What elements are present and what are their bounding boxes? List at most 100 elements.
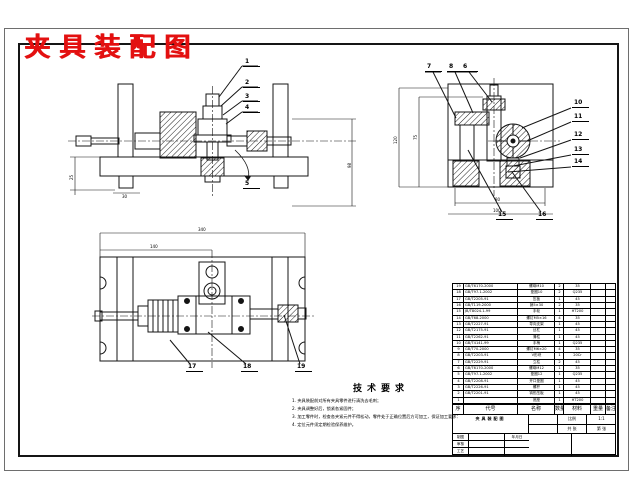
- bom-cell-weight: [591, 366, 606, 372]
- bom-cell-qty: 1: [555, 385, 564, 391]
- tb-blank-cell: [529, 434, 572, 456]
- bom-cell-material: Q235: [564, 290, 591, 296]
- bom-cell-note: [606, 328, 615, 333]
- bom-cell-note: [606, 391, 615, 396]
- technical-requirement-item: 1. 夹具装配前对所有夹具零件进行清洗去毛刺；: [292, 398, 382, 403]
- bom-cell-no: 4: [453, 378, 464, 384]
- bom-cell-name: 丝杠: [518, 328, 555, 334]
- bom-cell-weight: [591, 359, 606, 366]
- bom-cell-note: [606, 303, 615, 308]
- bom-cell-no: 14: [453, 315, 464, 321]
- bom-cell-code: GB/T119-2000: [464, 302, 518, 309]
- dim-side-left: 120: [393, 136, 398, 144]
- bom-cell-qty: 1: [555, 366, 564, 372]
- bom-row: 15 JB/T8024.1-99 手轮 1 HT200: [453, 309, 615, 316]
- bom-cell-material: 35: [564, 366, 591, 372]
- bom-cell-note: [606, 335, 615, 340]
- bom-cell-name: V形块: [518, 353, 555, 359]
- bom-cell-qty: 1: [555, 321, 564, 328]
- bom-row: 5 GB/T97.1-2002 垫圈12 1 Q235: [453, 372, 615, 379]
- bom-row: 8 GB/T2203-91 V形块 1 20Cr: [453, 353, 615, 360]
- bom-cell-material: 45: [564, 385, 591, 391]
- bom-row: 1 底座 1 HT200: [453, 397, 615, 403]
- bom-cell-qty: 1: [555, 340, 564, 347]
- bom-row: 19 GB/T6170-2000 螺母M10 2 35: [453, 284, 615, 291]
- bom-row: 6 GB/T6170-2000 螺母M12 1 35: [453, 366, 615, 373]
- bom-cell-name: 手柄: [518, 340, 555, 347]
- bom-cell-material: 35: [564, 284, 591, 290]
- bom-cell-no: 10: [453, 340, 464, 347]
- bom-cell-material: 45: [564, 378, 591, 384]
- bom-header-qty: 数量: [555, 405, 564, 414]
- callout-14: 14: [572, 159, 589, 167]
- bom-header-name: 名称: [518, 405, 555, 414]
- bom-cell-weight: [591, 385, 606, 391]
- bom-row: 3 GB/T2226-91 螺杆 1 45: [453, 385, 615, 392]
- bom-cell-qty: 1: [555, 296, 564, 302]
- page-title: 夹具装配图: [24, 33, 200, 63]
- bom-cell-no: 9: [453, 347, 464, 353]
- sign-row-3: 工艺: [453, 448, 529, 456]
- bom-cell-no: 3: [453, 385, 464, 391]
- bom-header-no: 序: [453, 405, 464, 414]
- sign-blank: [469, 441, 505, 448]
- technical-requirements-title: 技术要求: [352, 384, 409, 394]
- bom-cell-code: JB/T8024.1-99: [464, 309, 518, 315]
- bom-cell-name: 立柱: [518, 359, 555, 366]
- bom-cell-qty: 1: [555, 378, 564, 384]
- bom-cell-no: 12: [453, 328, 464, 334]
- bom-cell-qty: 2: [555, 302, 564, 309]
- bom-cell-weight: [591, 334, 606, 340]
- dim-front-left: 25: [69, 174, 74, 180]
- bom-cell-no: 15: [453, 309, 464, 315]
- bom-cell-name: 螺母M12: [518, 366, 555, 372]
- plan-view: [92, 232, 314, 368]
- tb-blank-cell: [529, 415, 558, 425]
- bom-cell-name: 螺钉M6×20: [518, 347, 555, 353]
- bom-cell-weight: [591, 347, 606, 353]
- bom-cell-code: GB/T97.1-2002: [464, 372, 518, 378]
- sign-row-1: 制图 年月日: [453, 434, 529, 441]
- callout-12: 12: [572, 132, 589, 140]
- bom-cell-name: 螺杆: [518, 385, 555, 391]
- technical-requirement-item: 3. 加工零件时，检查各夹紧元件不得松动，零件处于正确位置后方可加工，保证加工要…: [292, 414, 461, 419]
- bom-cell-code: GB/T97.1-2002: [464, 290, 518, 296]
- bom-cell-name: 压板: [518, 296, 555, 302]
- bom-cell-qty: 2: [555, 290, 564, 296]
- dim-side-inner: 75: [413, 134, 418, 140]
- bom-cell-qty: 2: [555, 359, 564, 366]
- bom-cell-qty: 1: [555, 353, 564, 359]
- sign-blank: [469, 448, 505, 456]
- sign-label: 制图: [453, 434, 469, 441]
- callout-15: 15: [496, 212, 513, 220]
- bom-header-note: 备注: [606, 406, 615, 412]
- bom-cell-no: 19: [453, 284, 464, 290]
- bom-cell-name: 垫圈10: [518, 290, 555, 296]
- bom-cell-material: 45: [564, 321, 591, 328]
- bom-cell-name: 底座: [518, 397, 555, 403]
- bom-cell-note: [606, 347, 615, 352]
- bom-cell-qty: 1: [555, 391, 564, 397]
- bom-cell-code: GB/T70-2000: [464, 347, 518, 353]
- bom-row: 2 GB/T2201-91 钩形压板 1 45: [453, 391, 615, 398]
- bom-cell-code: GB/T2175-91: [464, 328, 518, 334]
- bom-cell-material: HT200: [564, 309, 591, 315]
- bom-cell-code: GB/T68-2000: [464, 315, 518, 321]
- sign-date: 年月日: [505, 434, 529, 441]
- callout-4: 4: [243, 105, 260, 113]
- bom-cell-note: [606, 290, 615, 295]
- bom-cell-weight: [591, 315, 606, 321]
- bom-cell-note: [606, 316, 615, 321]
- bom-cell-note: [606, 385, 615, 390]
- bom-cell-weight: [591, 284, 606, 290]
- bom-header: 序 代号 名称 数量 材料 重量 备注: [452, 404, 616, 414]
- scale-label: 比例: [558, 415, 587, 425]
- bom-cell-note: [606, 366, 615, 371]
- callout-3: 3: [243, 94, 260, 102]
- bom-cell-qty: 1: [555, 372, 564, 378]
- bom-cell-qty: 2: [555, 284, 564, 290]
- bom-cell-no: 1: [453, 397, 464, 403]
- bom-table: 19 GB/T6170-2000 螺母M10 2 35 18 GB/T97.1-…: [452, 283, 616, 404]
- bom-row: 16 GB/T119-2000 销5×30 2 35: [453, 302, 615, 310]
